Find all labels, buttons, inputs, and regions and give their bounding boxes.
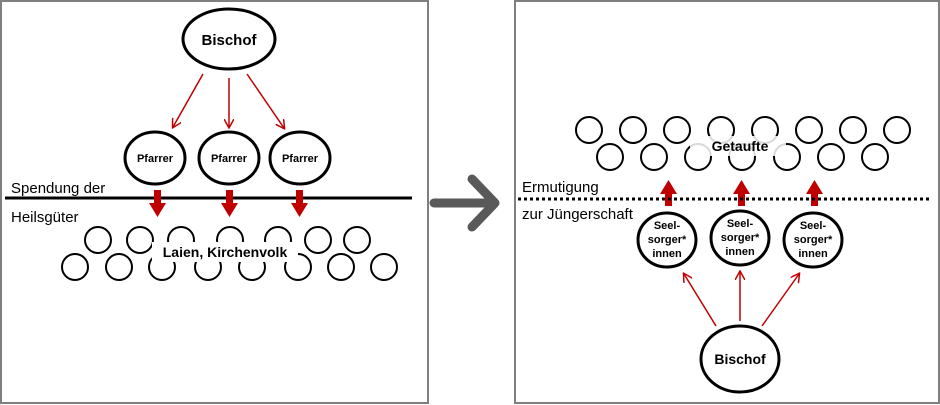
left-crowd-label-bg: [152, 242, 298, 262]
arrow-bishop-to-pfarrer-3: [246, 73, 284, 128]
left-pfarrer-node-1: Pfarrer: [123, 130, 187, 186]
arrow-bishop-to-seelsorger-1: [684, 274, 717, 327]
left-bishop-arrows: [173, 73, 284, 128]
arrow-bishop-to-seelsorger-3: [761, 274, 799, 327]
pfarrer-label-2: Pfarrer: [211, 153, 248, 165]
right-panel-frame: [514, 0, 940, 404]
thick-down-arrow-2: [221, 190, 238, 217]
right-seelsorger-node-1: Seel- sorger* innen: [636, 211, 698, 269]
right-panel: Getaufte Ermutigung zur Jüngerschaft See…: [514, 0, 940, 404]
thick-down-arrow-3: [291, 190, 308, 217]
thick-up-arrow-1: [660, 180, 677, 206]
left-line-label-top: Spendung der: [11, 180, 105, 197]
pfarrer-label-3: Pfarrer: [282, 153, 319, 165]
seelsorger-1-line2: sorger*: [648, 234, 687, 246]
right-seelsorger-node-2: Seel- sorger* innen: [709, 209, 771, 267]
right-line-label-top: Ermutigung: [522, 179, 599, 196]
thick-down-arrow-1: [149, 190, 166, 217]
thick-up-arrow-3: [806, 180, 823, 206]
right-bishop-label: Bischof: [714, 351, 766, 367]
right-seelsorger-node-3: Seel- sorger* innen: [782, 211, 844, 269]
left-pfarrer-node-3: Pfarrer: [268, 130, 332, 186]
right-chevron-arrow-icon: [429, 174, 500, 232]
left-down-arrows: [149, 190, 308, 217]
left-crowd-label: Laien, Kirchenvolk: [163, 244, 288, 260]
left-line-label-bottom: Heilsgüter: [11, 209, 79, 226]
seelsorger-1-line1: Seel-: [654, 220, 681, 232]
right-bishop-arrows: [684, 272, 799, 327]
seelsorger-2-line3: innen: [725, 246, 755, 258]
seelsorger-1-line3: innen: [652, 248, 682, 260]
seelsorger-3-line1: Seel-: [800, 220, 827, 232]
thick-up-arrow-2: [733, 180, 750, 206]
left-bishop-label: Bischof: [201, 32, 257, 49]
seelsorger-3-line2: sorger*: [794, 234, 833, 246]
pfarrer-label-1: Pfarrer: [137, 153, 174, 165]
seelsorger-2-line1: Seel-: [727, 218, 754, 230]
left-panel: Bischof Pfarrer Pfarrer Pfarrer Spendung…: [0, 0, 429, 404]
right-crowd-label-bg: [690, 136, 786, 156]
left-panel-frame: [0, 0, 429, 404]
seelsorger-3-line3: innen: [798, 248, 828, 260]
right-up-arrows: [660, 180, 823, 206]
left-bishop-node: Bischof: [181, 7, 277, 71]
left-pfarrer-node-2: Pfarrer: [197, 130, 261, 186]
right-crowd-label: Getaufte: [712, 138, 769, 154]
seelsorger-2-line2: sorger*: [721, 232, 760, 244]
arrow-bishop-to-pfarrer-1: [173, 73, 204, 127]
right-line-label-bottom: zur Jüngerschaft: [522, 206, 634, 223]
right-bishop-node: Bischof: [699, 324, 781, 394]
